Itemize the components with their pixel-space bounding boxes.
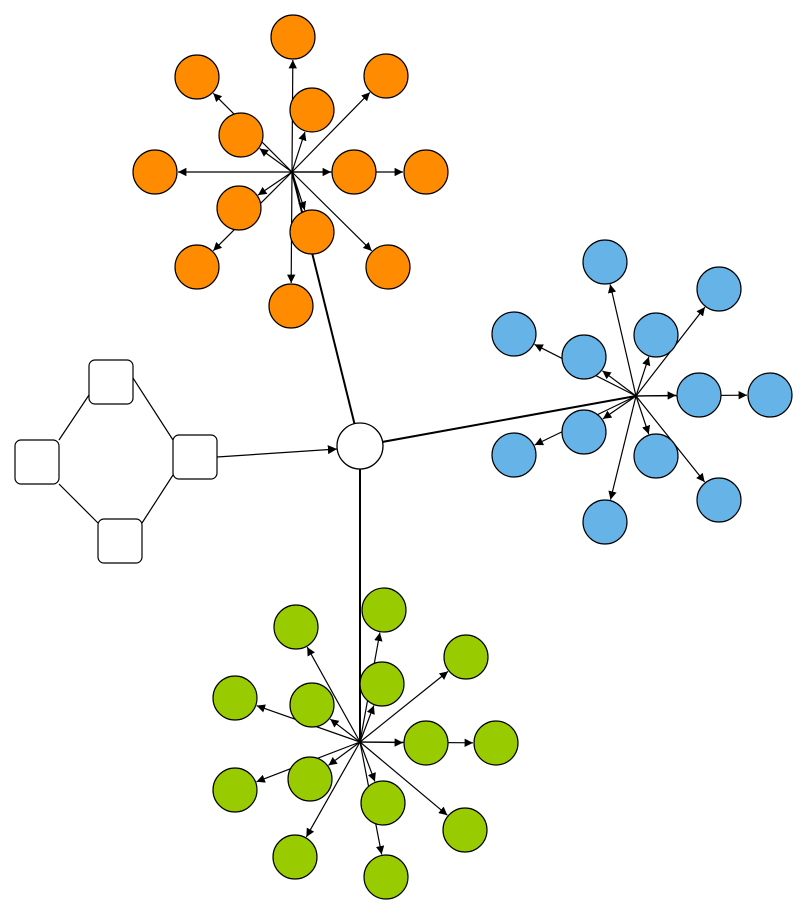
- blue-cluster-node: [633, 433, 679, 479]
- orange-cluster-node: [174, 244, 220, 290]
- blue-cluster-edge: [602, 370, 637, 397]
- orange-cluster-edge: [291, 131, 307, 173]
- central-hub-node: [336, 422, 384, 470]
- blue-cluster-edge: [602, 395, 637, 420]
- orange-cluster-edge: [291, 171, 307, 211]
- orange-cluster-node: [270, 14, 316, 60]
- edges-layer: [58, 59, 748, 855]
- blue-cluster-node: [561, 334, 607, 380]
- orange-cluster-node: [216, 185, 262, 231]
- orange-cluster-node: [268, 283, 314, 329]
- green-cluster-node: [272, 834, 318, 880]
- green-cluster-edge: [359, 741, 448, 816]
- blue-cluster-node: [696, 477, 742, 523]
- green-cluster-node: [443, 634, 489, 680]
- green-cluster-node: [273, 604, 319, 650]
- green-cluster-edge: [359, 705, 375, 743]
- green-cluster-node: [403, 720, 449, 766]
- orange-cluster-node: [363, 53, 409, 99]
- ring-square-node: [97, 518, 143, 564]
- nodes-layer: [14, 14, 793, 900]
- green-cluster-node: [361, 587, 407, 633]
- green-cluster-edge: [306, 646, 361, 743]
- orange-cluster-edge: [257, 171, 293, 196]
- green-cluster-node: [360, 780, 406, 826]
- ring-edge: [58, 483, 99, 524]
- green-cluster-node: [212, 767, 258, 813]
- blue-cluster-edge: [608, 395, 637, 500]
- orange-cluster-edge: [291, 171, 373, 252]
- green-cluster-node: [212, 675, 258, 721]
- edge-ring-to-hub: [216, 445, 338, 458]
- ring-edge: [132, 377, 174, 441]
- ring-square-node: [14, 439, 60, 485]
- ring-edge: [141, 474, 174, 524]
- blue-cluster-edge: [635, 395, 651, 435]
- green-cluster-node: [287, 756, 333, 802]
- orange-cluster-node: [174, 54, 220, 100]
- blue-cluster-node: [747, 372, 793, 418]
- orange-cluster-node: [289, 87, 335, 133]
- green-cluster-node: [289, 682, 335, 728]
- green-cluster-edge: [329, 718, 361, 743]
- blue-cluster-edge: [635, 356, 651, 397]
- ring-square-node: [172, 434, 218, 480]
- orange-cluster-node: [403, 149, 449, 195]
- green-cluster-edge: [359, 741, 376, 782]
- green-cluster-node: [442, 807, 488, 853]
- blue-cluster-node: [561, 409, 607, 455]
- blue-cluster-node: [582, 499, 628, 545]
- blue-cluster-node: [676, 372, 722, 418]
- ring-square-node: [88, 359, 134, 405]
- blue-cluster-node: [633, 312, 679, 358]
- blue-cluster-node: [696, 266, 742, 312]
- green-cluster-node: [473, 720, 519, 766]
- green-cluster-edge: [359, 670, 449, 743]
- ring-edge: [58, 394, 90, 441]
- orange-cluster-edge: [259, 148, 293, 173]
- green-cluster-edge: [328, 741, 361, 766]
- orange-cluster-node: [218, 112, 264, 158]
- orange-cluster-node: [365, 244, 411, 290]
- green-cluster-node: [359, 661, 405, 707]
- green-cluster-edge: [305, 741, 361, 838]
- orange-cluster-node: [132, 149, 178, 195]
- orange-cluster-node: [331, 149, 377, 195]
- edge-hub-blue: [359, 395, 637, 447]
- orange-cluster-edge: [291, 92, 371, 173]
- orange-cluster-node: [289, 209, 335, 255]
- blue-cluster-node: [491, 432, 537, 478]
- blue-cluster-edge: [607, 284, 637, 397]
- blue-cluster-node: [491, 311, 537, 357]
- blue-cluster-node: [582, 239, 628, 285]
- green-cluster-node: [363, 854, 409, 900]
